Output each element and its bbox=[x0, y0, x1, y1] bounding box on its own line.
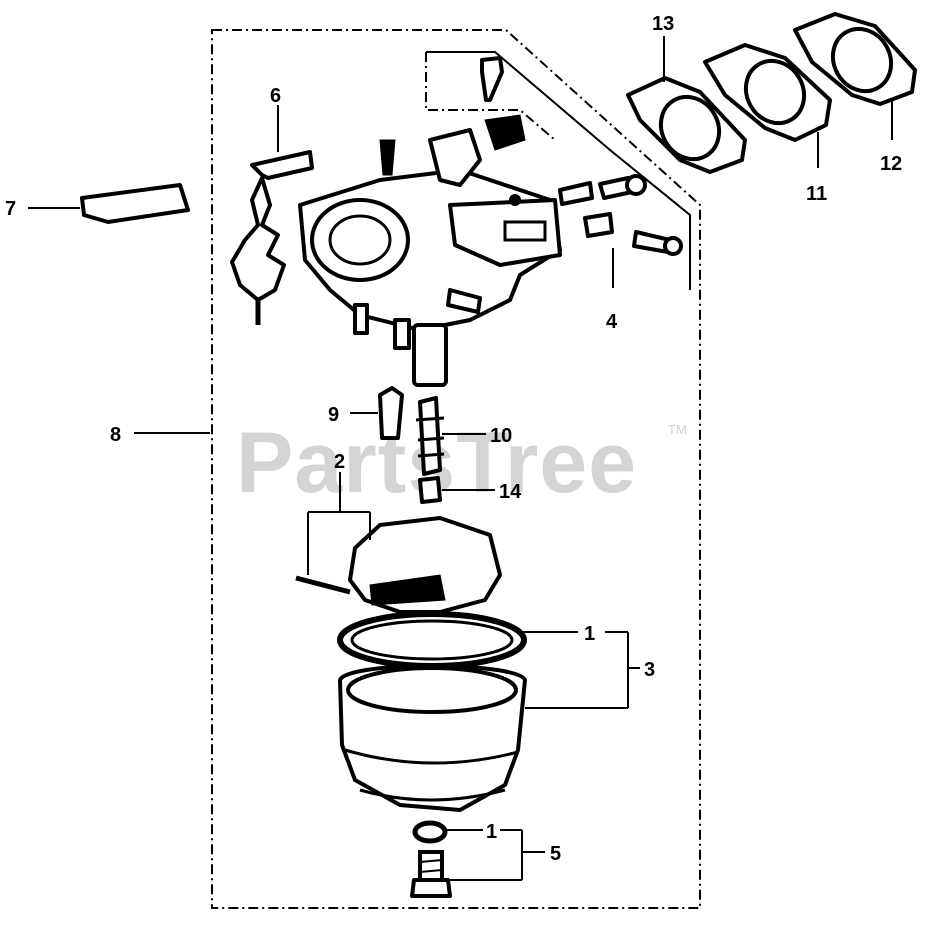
drain-bolt bbox=[410, 850, 452, 898]
screw-subassembly-boundary bbox=[426, 51, 691, 290]
callout-13: 13 bbox=[652, 13, 674, 35]
insulator-11 bbox=[703, 43, 832, 142]
callout-1-upper: 1 bbox=[584, 623, 595, 645]
leader-lines bbox=[28, 36, 893, 881]
callout-12: 12 bbox=[880, 153, 902, 175]
callout-labels: 6 7 8 9 10 14 2 1 3 1 5 4 11 12 13 bbox=[5, 13, 902, 865]
callout-5: 5 bbox=[550, 843, 561, 865]
gasket-13 bbox=[626, 76, 747, 174]
callout-14: 14 bbox=[499, 481, 522, 503]
washer bbox=[412, 820, 448, 844]
nozzle bbox=[418, 476, 442, 504]
watermark-trademark: TM bbox=[668, 422, 687, 437]
callout-9: 9 bbox=[328, 404, 339, 426]
callout-10: 10 bbox=[490, 425, 512, 447]
callout-4: 4 bbox=[606, 311, 618, 333]
pilot-jet bbox=[378, 386, 404, 440]
adjusting-screws bbox=[558, 174, 683, 256]
float bbox=[295, 516, 502, 614]
callout-6: 6 bbox=[270, 85, 281, 107]
callout-8: 8 bbox=[110, 424, 121, 446]
assembly-boundary bbox=[211, 29, 701, 909]
callout-1-lower: 1 bbox=[486, 821, 497, 843]
choke-lever bbox=[230, 150, 314, 325]
main-jet bbox=[418, 396, 442, 476]
callout-2: 2 bbox=[334, 451, 345, 473]
callout-7: 7 bbox=[5, 198, 16, 220]
callout-3: 3 bbox=[644, 659, 655, 681]
choke-linkage bbox=[80, 183, 190, 224]
carburetor-body bbox=[298, 114, 562, 387]
throttle-stop-screw bbox=[480, 56, 504, 102]
float-chamber bbox=[338, 663, 527, 812]
callout-11: 11 bbox=[806, 183, 827, 205]
gasket-12 bbox=[793, 12, 917, 106]
